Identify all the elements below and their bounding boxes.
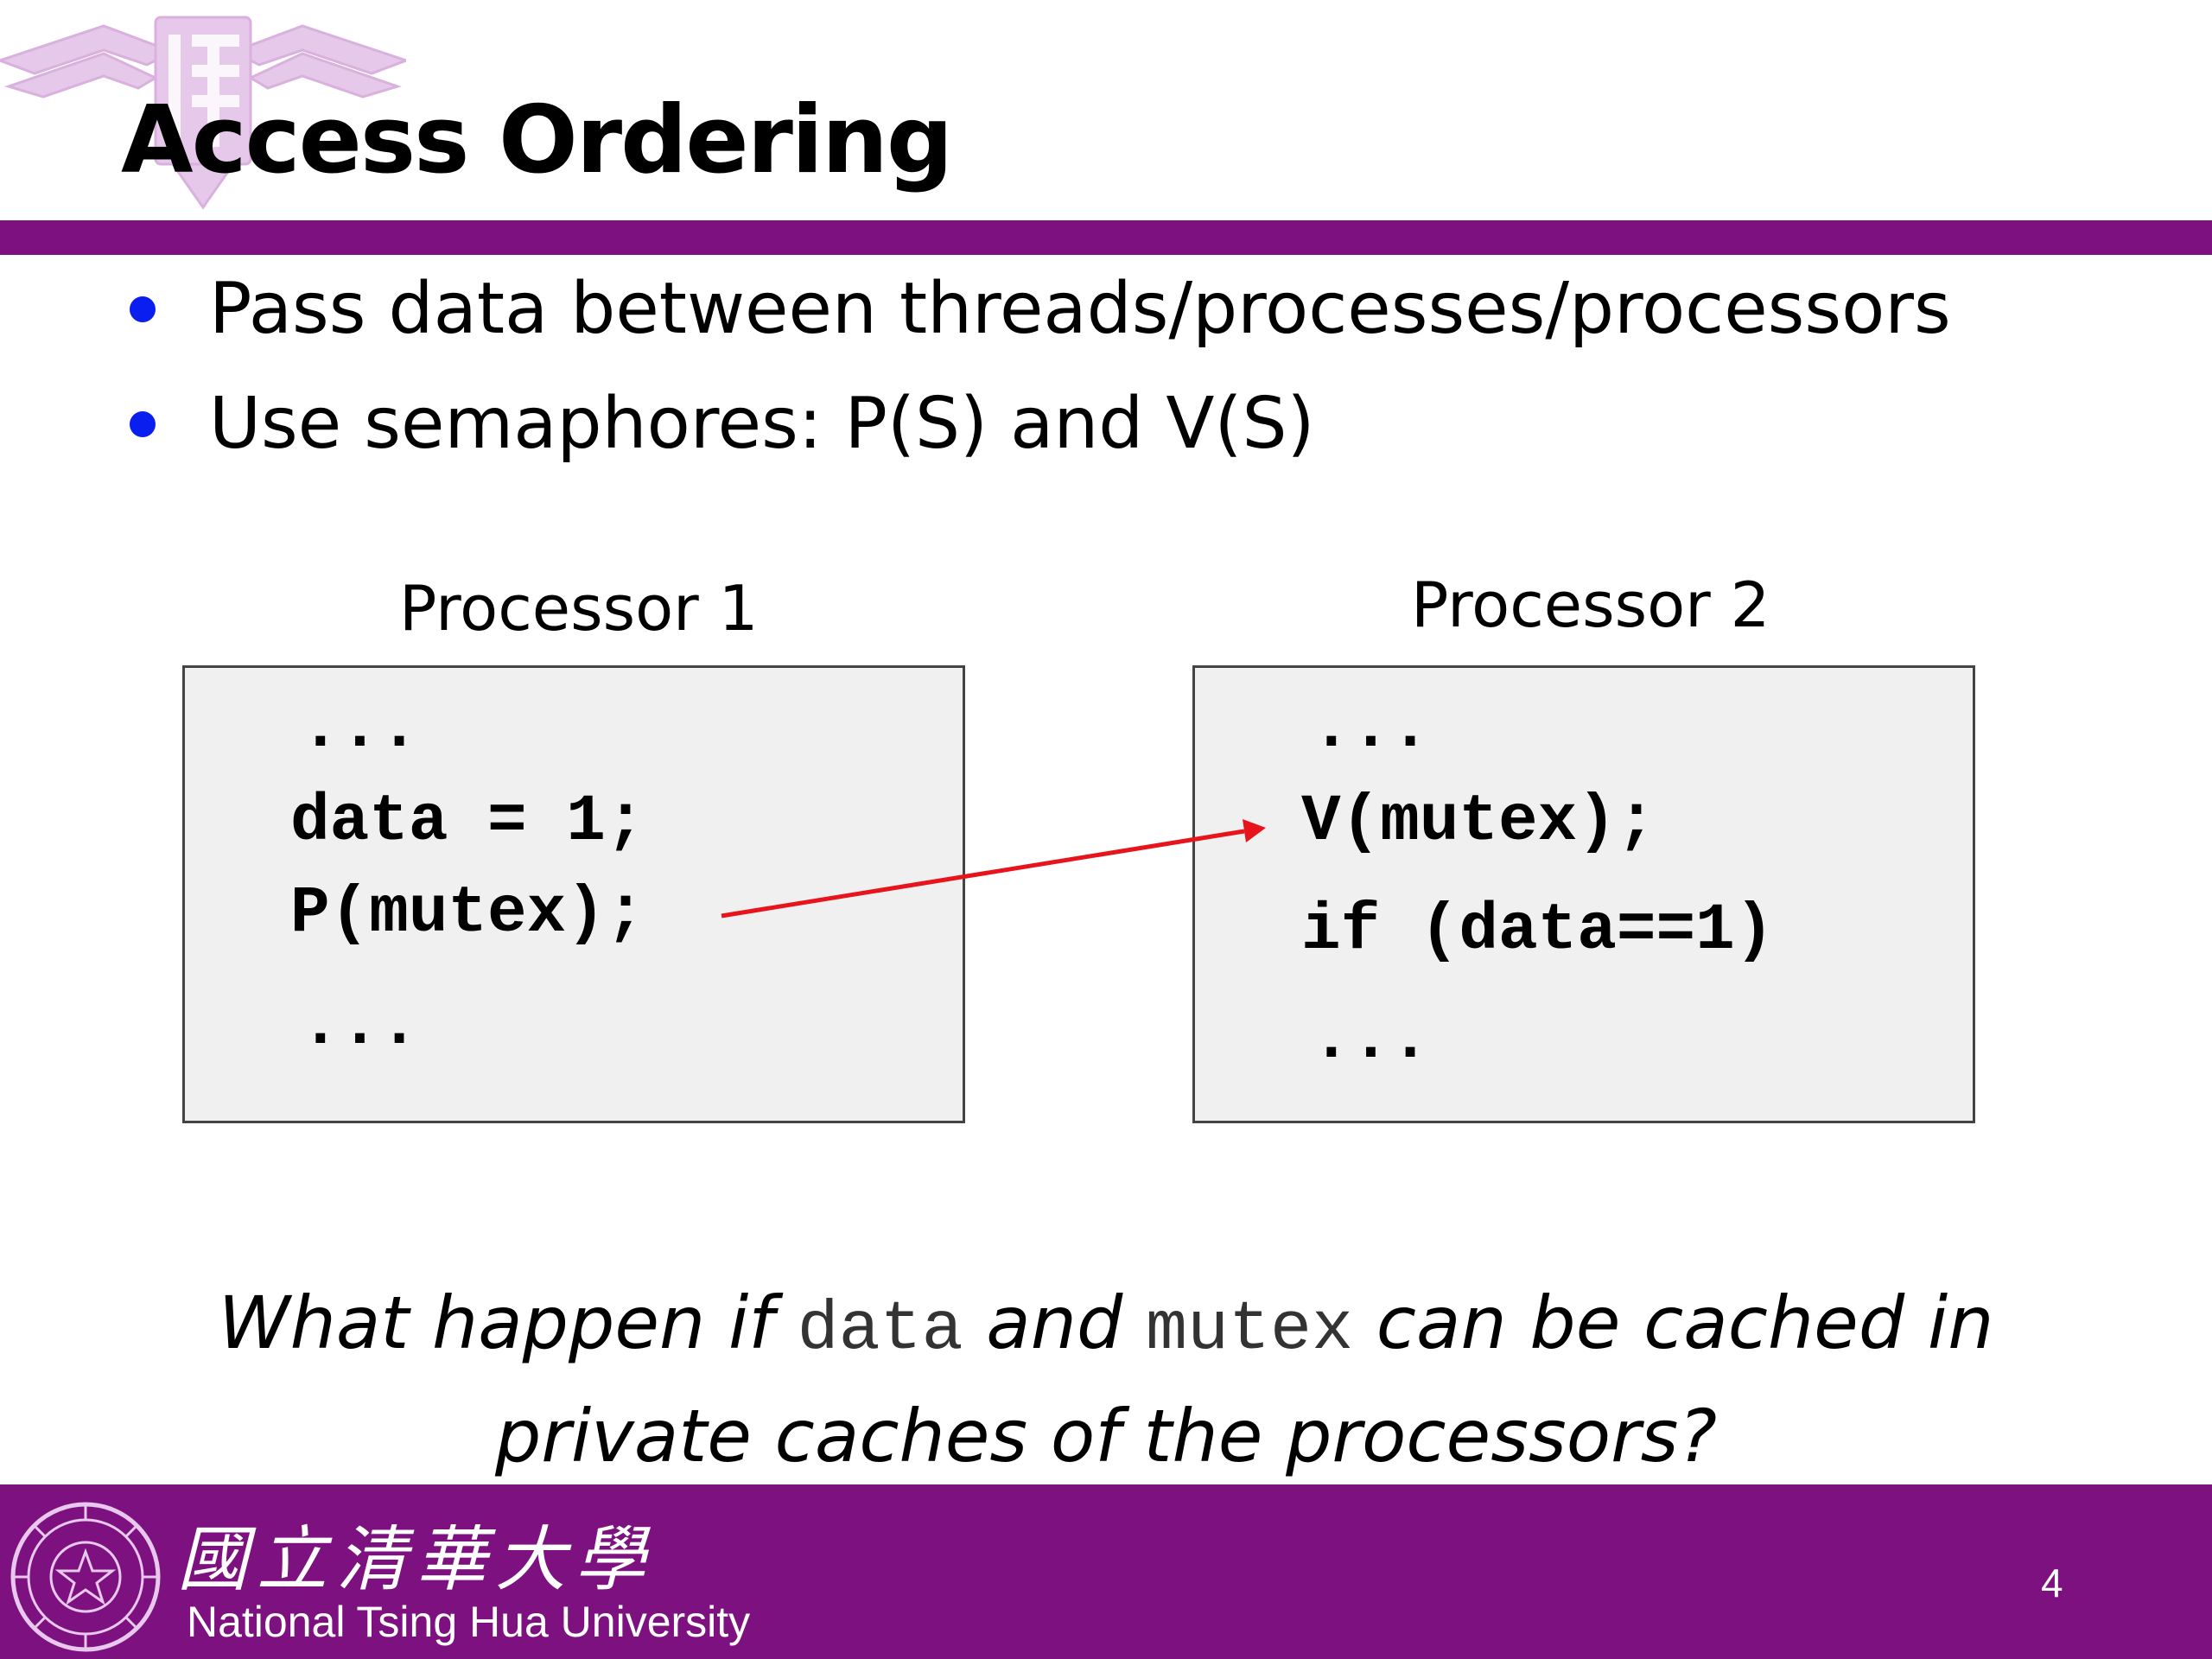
slide-title: Access Ordering [121, 86, 953, 194]
title-divider [0, 220, 2212, 255]
university-logo-watermark [0, 16, 406, 210]
code-term-data: data [797, 1291, 963, 1370]
bullet-text: Use semaphores: P(S) and V(S) [209, 383, 1315, 465]
code-line: if (data==1) [1301, 893, 1775, 968]
code-line: P(mutex); [290, 876, 645, 950]
code-line: ... [301, 988, 419, 1063]
code-term-mutex: mutex [1146, 1291, 1354, 1370]
university-seal-icon [10, 1502, 161, 1652]
university-name-english: National Tsing Hua University [187, 1598, 751, 1646]
footer-bar [0, 1484, 2212, 1659]
code-line: data = 1; [290, 785, 645, 859]
code-line: V(mutex); [1301, 785, 1656, 859]
bullet-item: Pass data between threads/processes/proc… [130, 268, 1951, 350]
university-name-chinese: 國立清華大學 [177, 1519, 654, 1601]
question-text: What happen if data and mutex can be cac… [0, 1270, 2212, 1489]
processor-2-label: Processor 2 [1411, 569, 1770, 641]
page-number: 4 [2041, 1560, 2063, 1605]
processor-2-code-box [1192, 665, 1975, 1123]
question-line-1: What happen if data and mutex can be cac… [218, 1281, 1994, 1370]
code-line: ... [1312, 1002, 1430, 1077]
code-line: ... [1312, 691, 1430, 766]
code-line: ... [301, 691, 419, 766]
processor-1-label: Processor 1 [399, 572, 759, 645]
bullet-item: Use semaphores: P(S) and V(S) [130, 383, 1315, 465]
bullet-text: Pass data between threads/processes/proc… [209, 268, 1951, 350]
question-line-2: private caches of the processors? [494, 1394, 1718, 1478]
bullet-dot-icon [130, 410, 156, 437]
bullet-dot-icon [130, 296, 156, 322]
